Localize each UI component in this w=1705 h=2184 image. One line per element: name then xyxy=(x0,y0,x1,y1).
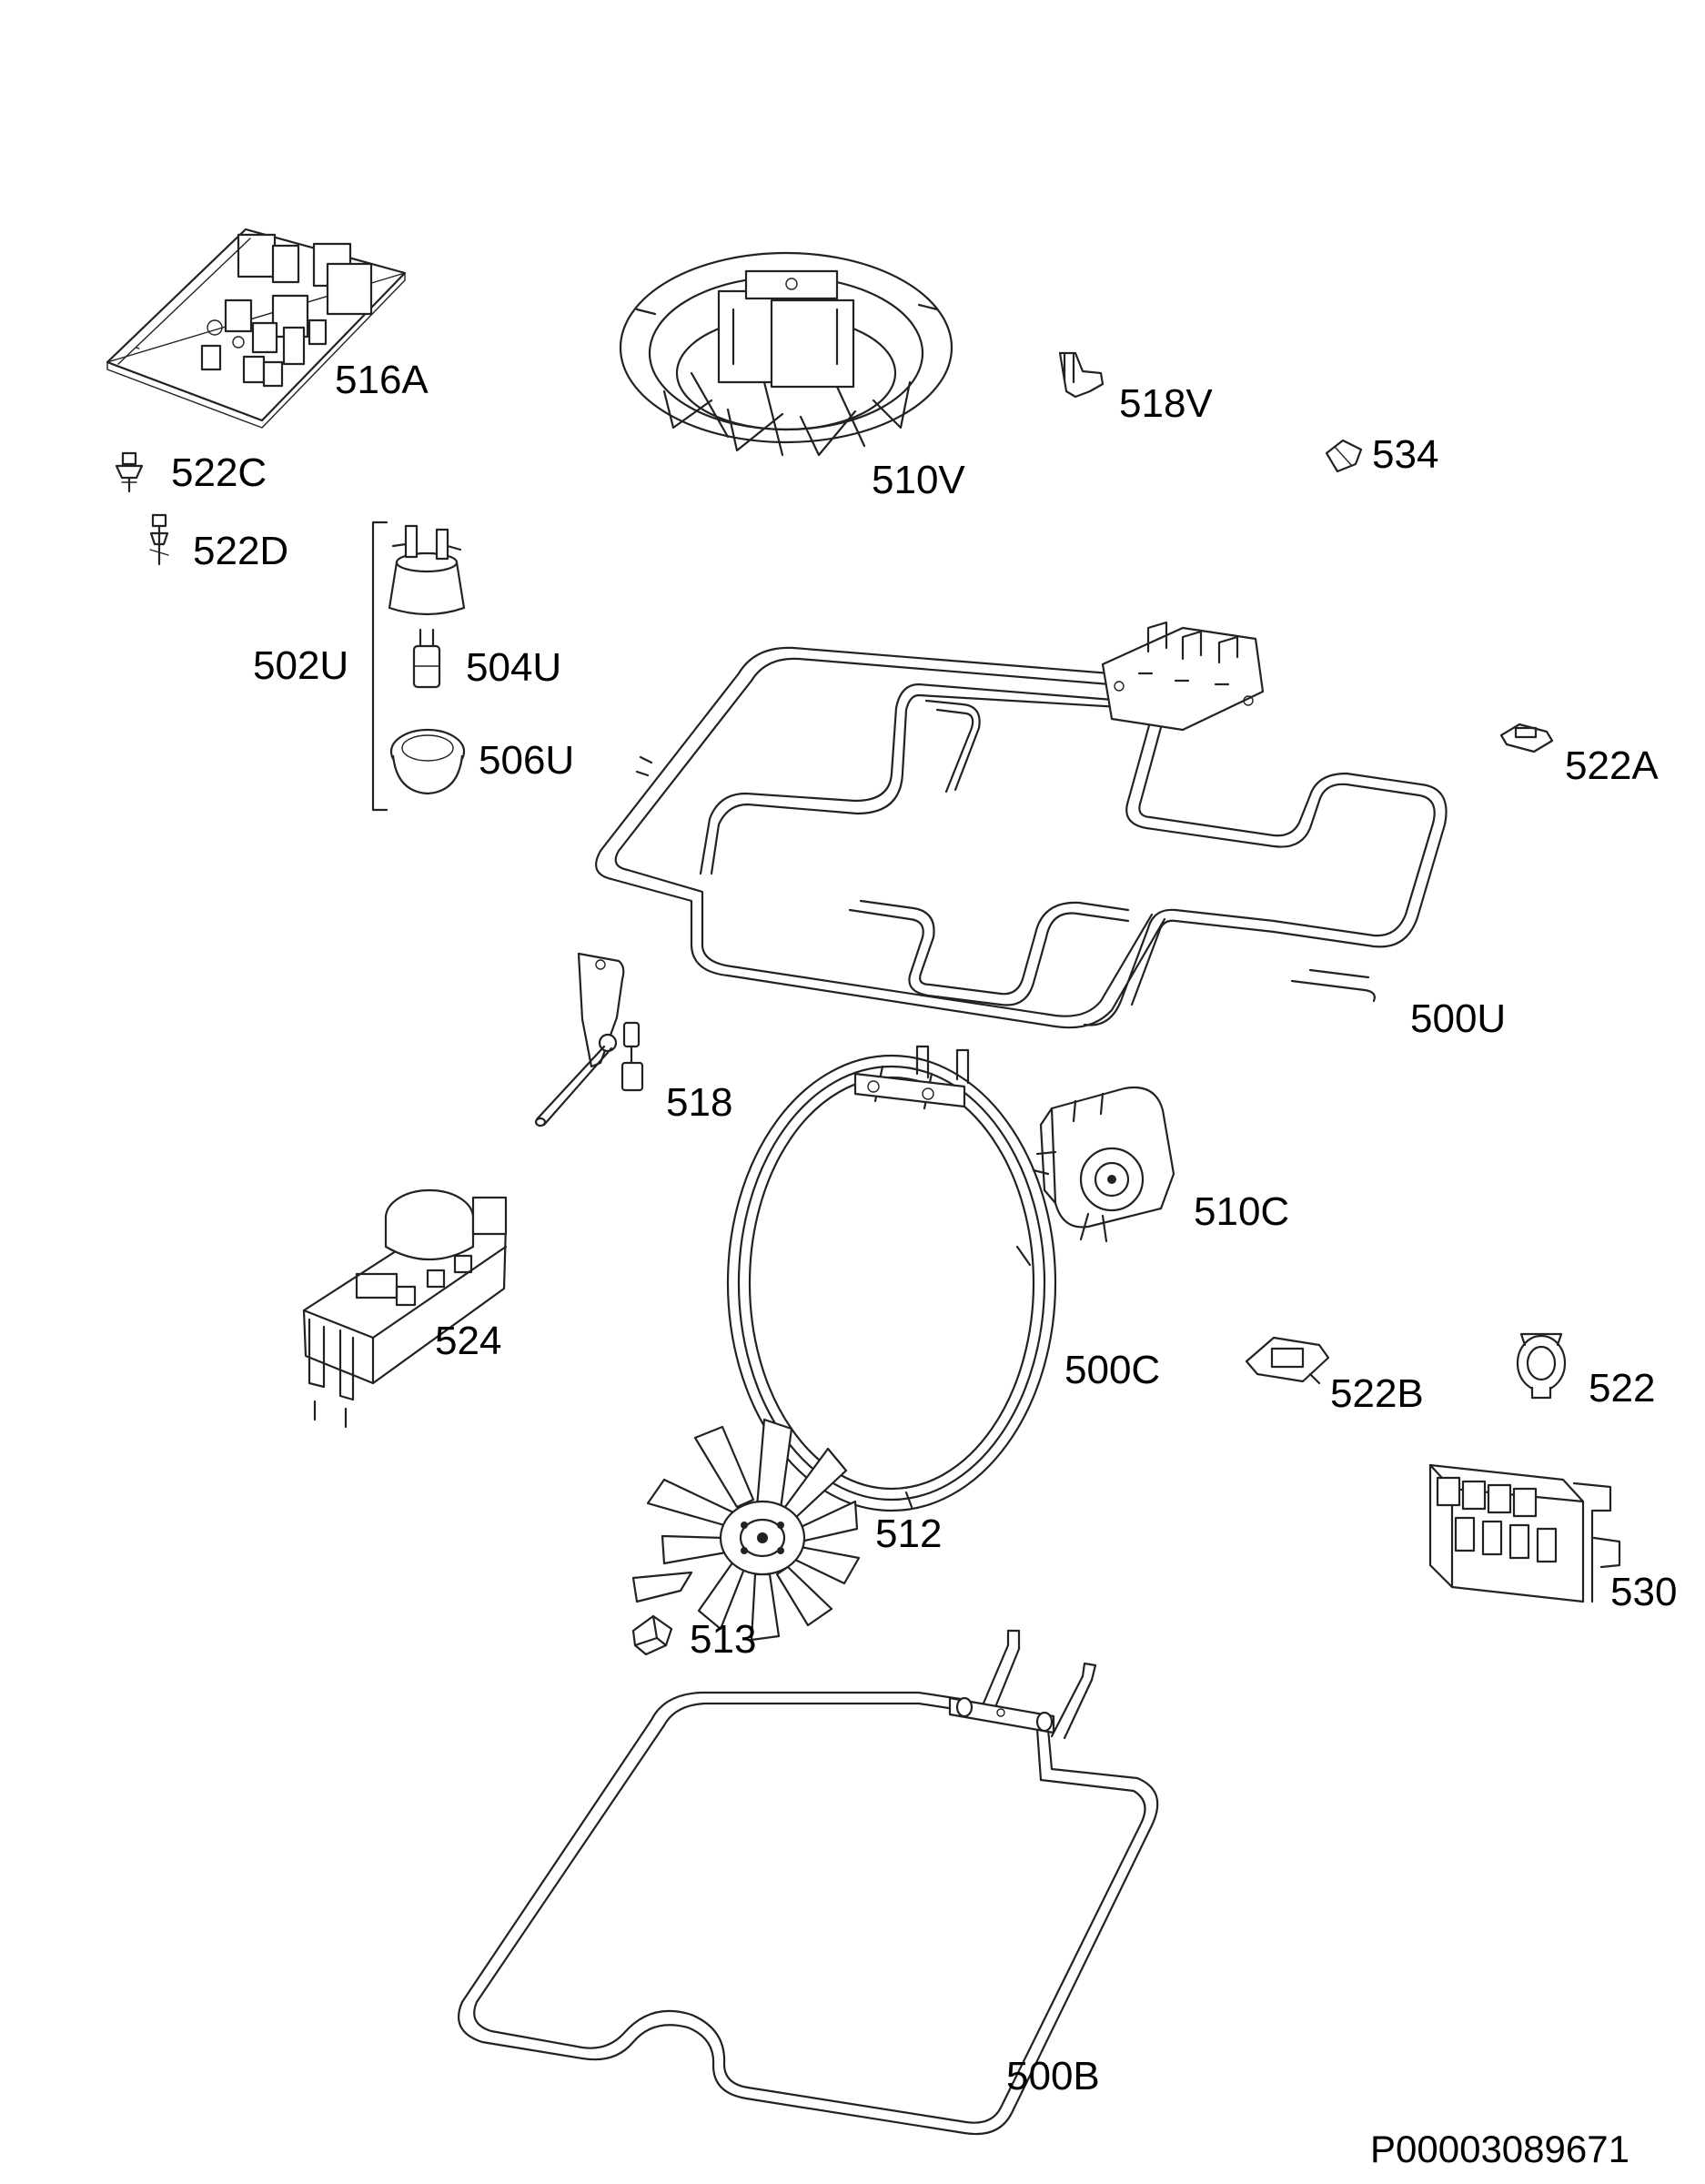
label-500C: 500C xyxy=(1064,1348,1160,1392)
label-518: 518 xyxy=(666,1080,732,1125)
label-534: 534 xyxy=(1372,432,1438,477)
label-506U: 506U xyxy=(479,738,574,783)
lamp-bulb-icon xyxy=(412,628,441,689)
label-510C: 510C xyxy=(1194,1189,1289,1234)
label-510V: 510V xyxy=(872,458,965,502)
nut-icon xyxy=(1325,439,1363,473)
nut-icon xyxy=(631,1614,673,1656)
top-heating-element-icon xyxy=(595,621,1448,1029)
bottom-heating-element-icon xyxy=(458,1629,1159,2136)
clamp-icon xyxy=(1516,1332,1567,1400)
control-board-icon xyxy=(106,228,407,429)
bracket-icon xyxy=(1499,723,1554,753)
label-513: 513 xyxy=(690,1617,756,1662)
spring-clip-icon xyxy=(149,513,169,566)
lamp-assembly-bracket-icon xyxy=(371,521,388,812)
label-512: 512 xyxy=(875,1512,942,1556)
label-522A: 522A xyxy=(1565,743,1659,788)
label-518V: 518V xyxy=(1119,381,1213,426)
door-lock-icon xyxy=(302,1188,508,1429)
thermostat-icon xyxy=(1058,351,1105,399)
label-516A: 516A xyxy=(335,358,429,402)
label-522D: 522D xyxy=(193,529,288,573)
ring-heating-element-icon xyxy=(726,1045,1057,1512)
spring-clip-icon xyxy=(115,451,144,493)
cooling-fan-motor-icon xyxy=(619,251,953,457)
label-502U: 502U xyxy=(253,643,348,688)
label-500U: 500U xyxy=(1410,996,1506,1041)
label-500B: 500B xyxy=(1006,2054,1100,2098)
fan-motor-icon xyxy=(1032,1086,1175,1243)
terminal-block-icon xyxy=(1428,1463,1621,1603)
bracket-icon xyxy=(1245,1336,1330,1385)
label-522B: 522B xyxy=(1330,1371,1424,1416)
label-522C: 522C xyxy=(171,450,267,495)
temperature-probe-icon xyxy=(534,952,644,1127)
label-522: 522 xyxy=(1589,1366,1655,1410)
label-530: 530 xyxy=(1610,1570,1677,1614)
fan-blade-icon xyxy=(631,1418,861,1642)
lamp-cover-icon xyxy=(389,728,466,795)
label-504U: 504U xyxy=(466,645,561,690)
document-id: P00003089671 xyxy=(1370,2128,1629,2170)
label-524: 524 xyxy=(435,1319,501,1363)
lamp-holder-icon xyxy=(388,524,466,616)
